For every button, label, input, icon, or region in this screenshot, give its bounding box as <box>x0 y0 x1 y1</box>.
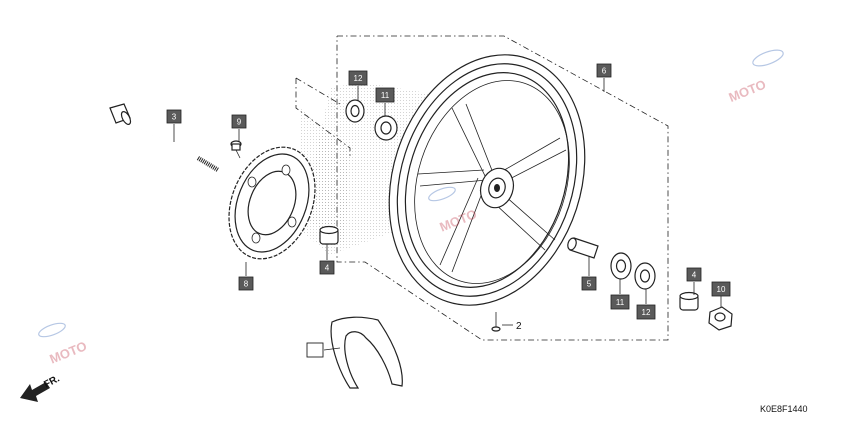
collar-left <box>319 225 339 245</box>
diagram-code: K0E8F1440 <box>760 404 808 414</box>
svg-text:9: 9 <box>237 118 242 127</box>
bearing-left <box>374 115 398 141</box>
callout-axle: 3 <box>166 109 182 124</box>
callout-bearing-left: 11 <box>375 87 395 103</box>
bearing-right <box>610 252 632 280</box>
svg-text:FR.: FR. <box>42 373 62 390</box>
svg-text:8: 8 <box>244 280 249 289</box>
forward-arrow: FR. <box>20 373 62 402</box>
bolt <box>230 140 242 159</box>
callout-distance-collar: 5 <box>581 276 597 291</box>
svg-text:11: 11 <box>381 91 390 100</box>
svg-text:12: 12 <box>354 74 363 83</box>
dust-seal-right <box>634 262 656 290</box>
wheel <box>388 54 586 306</box>
svg-text:4: 4 <box>692 271 697 280</box>
svg-text:5: 5 <box>587 280 592 289</box>
axle <box>109 103 220 172</box>
nut <box>708 306 733 331</box>
callout-bearing-right: 11 <box>610 294 630 310</box>
svg-text:10: 10 <box>717 285 726 294</box>
svg-text:6: 6 <box>602 67 607 76</box>
svg-text:MOTO: MOTO <box>47 338 89 366</box>
brake-disc <box>228 146 316 260</box>
callout-dust-seal-left: 12 <box>348 70 368 86</box>
callout-valve: 2 <box>516 321 522 332</box>
callout-tire <box>306 342 324 358</box>
svg-text:2: 2 <box>516 321 522 332</box>
callout-collar-left: 4 <box>319 260 335 275</box>
tire-section <box>330 316 403 389</box>
svg-text:MOTO: MOTO <box>726 77 768 105</box>
callout-disc: 8 <box>238 276 254 291</box>
leader-lines <box>173 78 722 351</box>
dust-seal-left <box>345 99 365 123</box>
svg-text:3: 3 <box>172 113 177 122</box>
distance-collar <box>567 237 599 259</box>
svg-text:12: 12 <box>642 308 651 317</box>
svg-text:11: 11 <box>616 298 625 307</box>
callout-collar-right: 4 <box>686 267 702 282</box>
valve <box>491 312 513 332</box>
collar-right <box>679 291 699 311</box>
callout-wheel: 6 <box>596 63 612 78</box>
callout-bolt: 9 <box>231 114 247 129</box>
callout-nut: 10 <box>711 281 731 297</box>
callout-dust-seal-right: 12 <box>636 304 656 320</box>
svg-text:4: 4 <box>325 264 330 273</box>
